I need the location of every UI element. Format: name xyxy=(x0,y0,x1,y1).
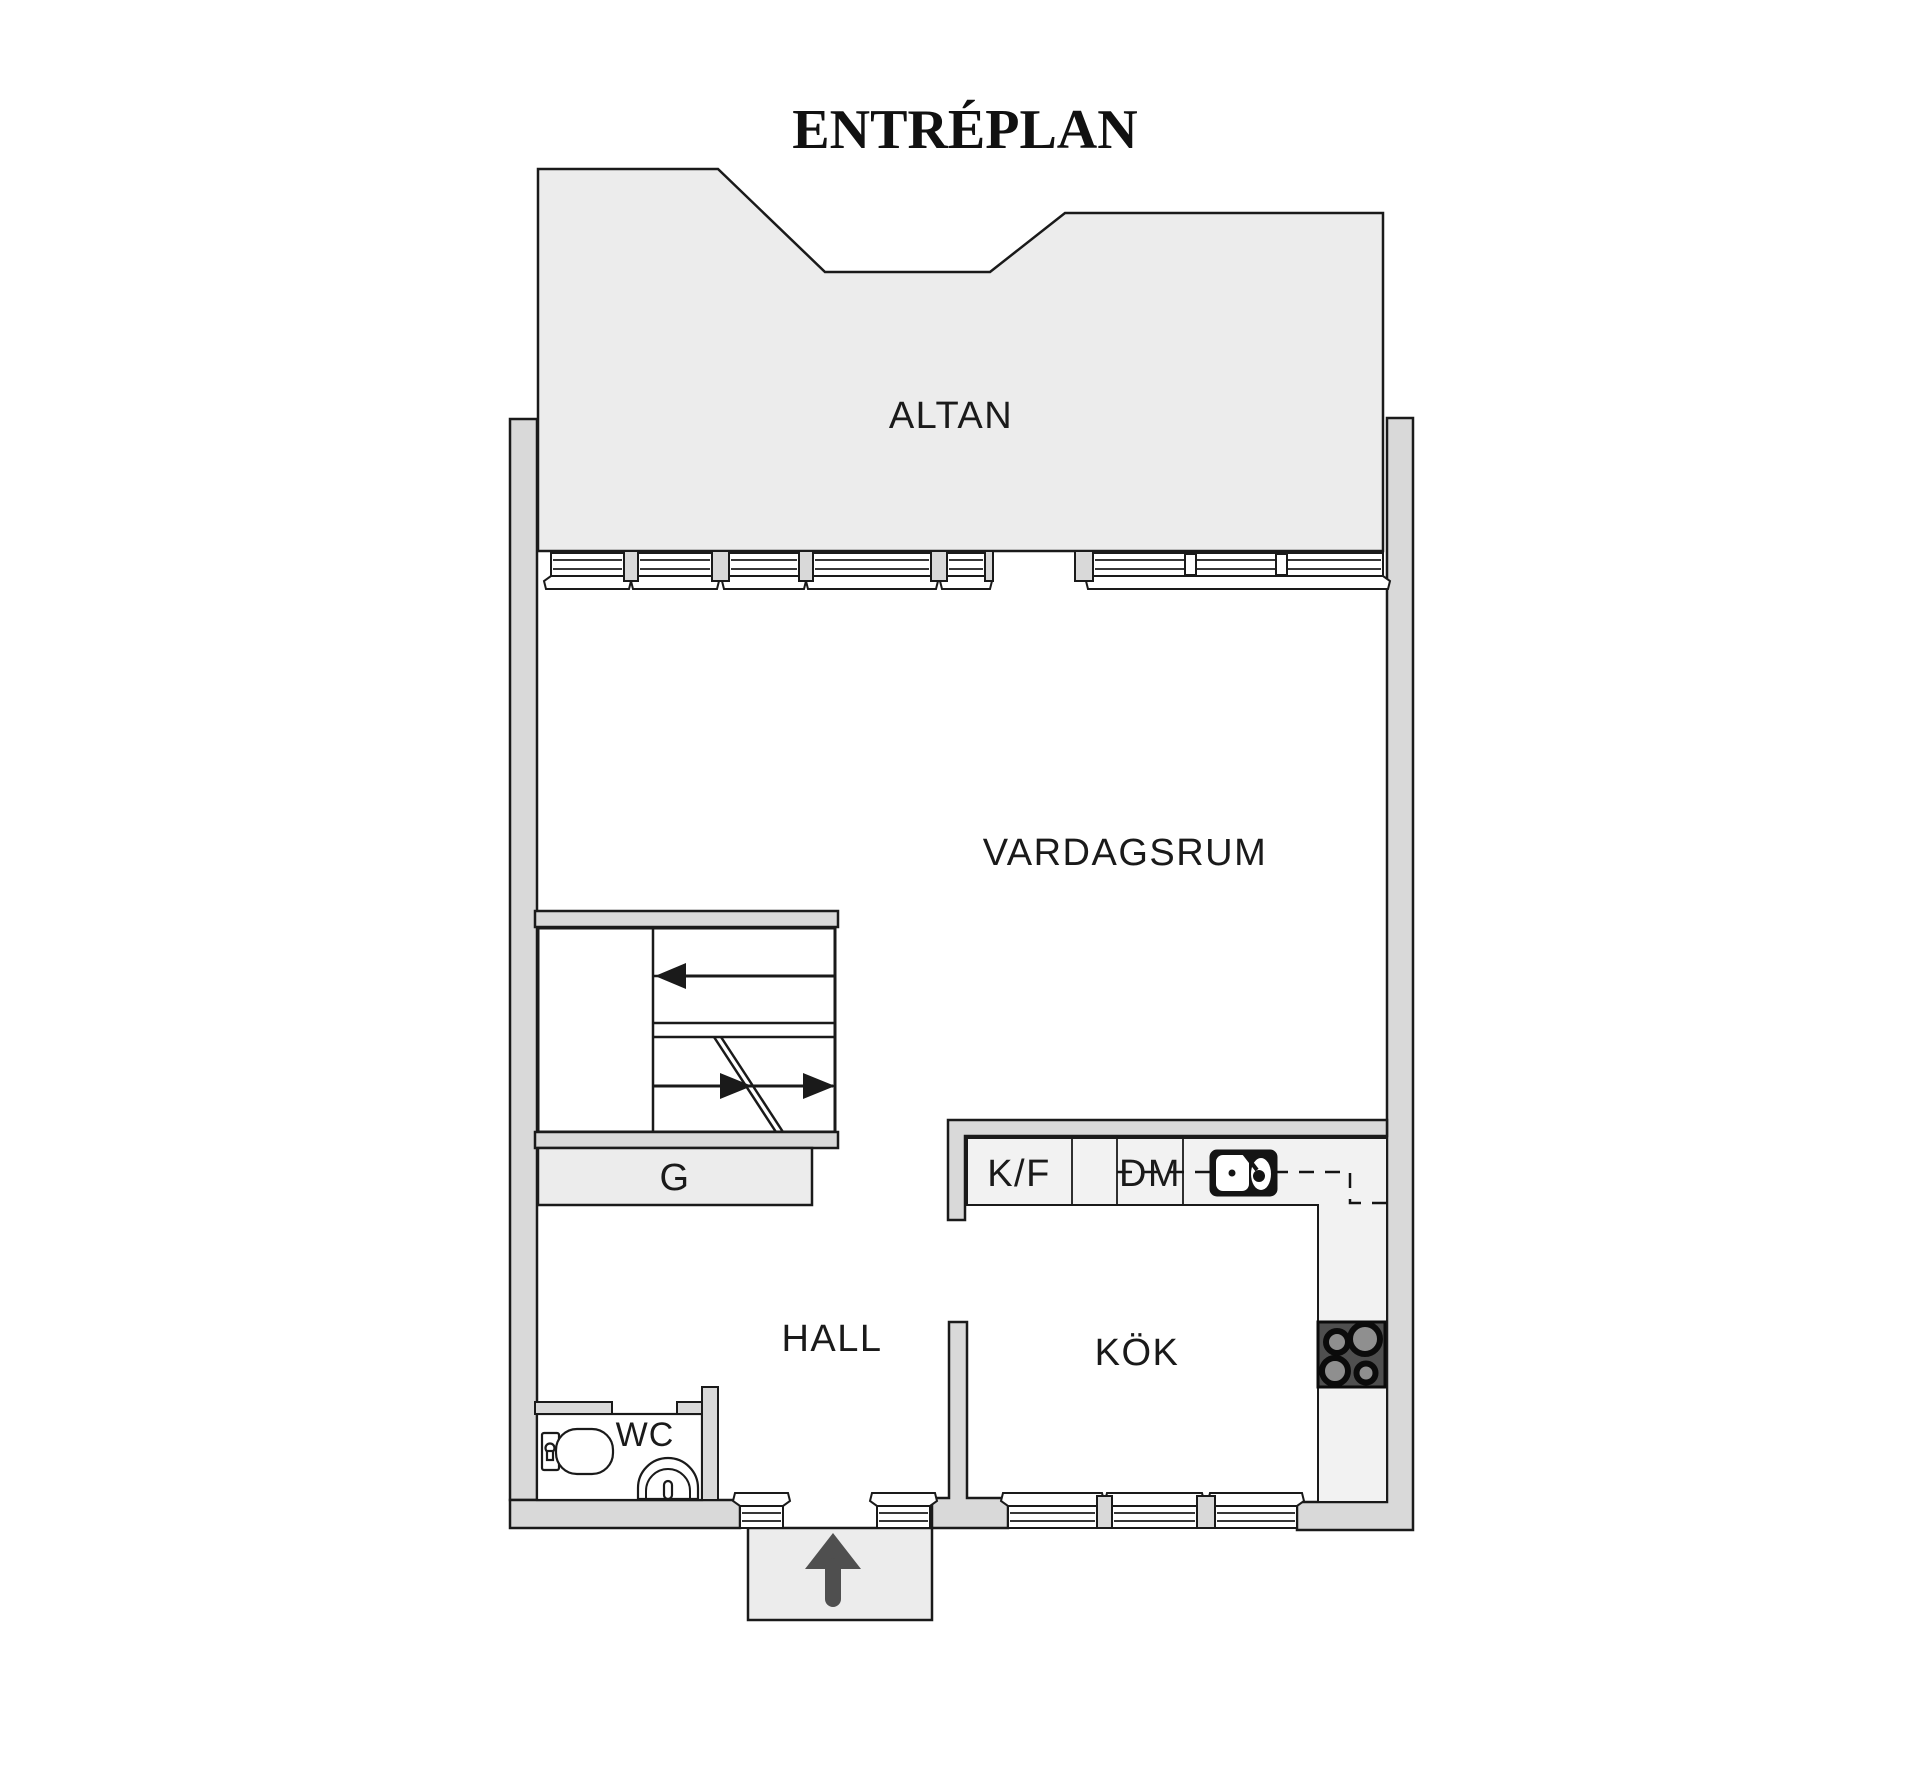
window-mullion xyxy=(1184,553,1197,576)
window-icon xyxy=(1214,1505,1298,1529)
entrance-arrow xyxy=(805,1533,861,1607)
vardagsrum-label: VARDAGSRUM xyxy=(983,832,1268,874)
window-sill xyxy=(868,1492,939,1507)
stair-break-line xyxy=(712,1036,785,1133)
bottom-wall-left xyxy=(508,1498,742,1530)
entrance-side-window-icon xyxy=(876,1505,931,1529)
window-post xyxy=(1196,1495,1216,1529)
window-post xyxy=(1096,1495,1113,1529)
hall-kok-wall xyxy=(930,1320,1010,1530)
window-sill xyxy=(720,575,808,590)
altan-area xyxy=(536,167,1385,553)
window-post xyxy=(930,550,948,582)
faucet-icon xyxy=(1241,1150,1259,1172)
stair-down-arrow xyxy=(653,1073,835,1099)
window-icon xyxy=(550,552,625,577)
window-post xyxy=(798,550,814,582)
window-icon xyxy=(728,552,800,577)
altan-label: ALTAN xyxy=(889,395,1013,437)
staircase xyxy=(536,926,837,1134)
window-sill xyxy=(1206,1492,1306,1507)
washbasin-icon xyxy=(636,1456,700,1501)
kitchen-top-wall xyxy=(946,1118,1389,1222)
stove-icon xyxy=(1316,1320,1387,1389)
hall-label: HALL xyxy=(781,1318,882,1360)
window-icon xyxy=(812,552,932,577)
sink-icon xyxy=(1209,1149,1278,1197)
stair-outline xyxy=(536,926,837,1134)
window-post xyxy=(984,550,994,582)
window-icon xyxy=(1111,1505,1198,1529)
window-icon xyxy=(637,552,713,577)
window-sill xyxy=(542,575,633,590)
window-icon xyxy=(1092,552,1384,577)
window-sill xyxy=(629,575,721,590)
window-sill xyxy=(1103,1492,1206,1507)
wc-wall-top-right xyxy=(676,1401,703,1415)
wc-room xyxy=(534,1386,719,1502)
window-icon xyxy=(1007,1505,1098,1529)
top-window-band xyxy=(542,550,1392,590)
toilet-icon xyxy=(540,1427,615,1476)
page-title: ENTRÉPLAN xyxy=(792,99,1137,161)
wc-label: WC xyxy=(616,1416,675,1454)
burner-icon xyxy=(1353,1360,1379,1386)
stair-up-arrow xyxy=(655,963,835,989)
entrance-door-icon xyxy=(739,1505,784,1529)
window-post xyxy=(1074,550,1094,582)
tap-icon xyxy=(662,1479,674,1501)
kok-label: KÖK xyxy=(1095,1332,1180,1374)
stair-bottom-wall xyxy=(533,1130,840,1150)
window-sill xyxy=(804,575,940,590)
window-icon xyxy=(946,552,986,577)
closet-g xyxy=(536,1146,814,1207)
closet-g-label: G xyxy=(659,1157,690,1199)
kitchen-counter xyxy=(966,1137,1388,1503)
burner-icon xyxy=(1347,1321,1383,1357)
stair-top-wall xyxy=(533,909,840,929)
wc-wall-top-left xyxy=(534,1401,613,1415)
window-post xyxy=(623,550,639,582)
bottom-window-band xyxy=(731,1492,1306,1529)
fridge-freezer-label: K/F xyxy=(987,1153,1051,1195)
window-mullion xyxy=(1275,553,1288,576)
left-exterior-wall xyxy=(508,417,539,1502)
window-sill xyxy=(999,1492,1106,1507)
flush-button-icon xyxy=(545,1449,555,1462)
burner-icon xyxy=(1323,1328,1351,1356)
window-sill xyxy=(731,1492,792,1507)
wc-wall-right xyxy=(701,1386,719,1501)
window-sill xyxy=(1084,575,1392,590)
window-post xyxy=(711,550,730,582)
dishwasher-label: DM xyxy=(1119,1153,1181,1195)
burner-icon xyxy=(1319,1355,1351,1387)
